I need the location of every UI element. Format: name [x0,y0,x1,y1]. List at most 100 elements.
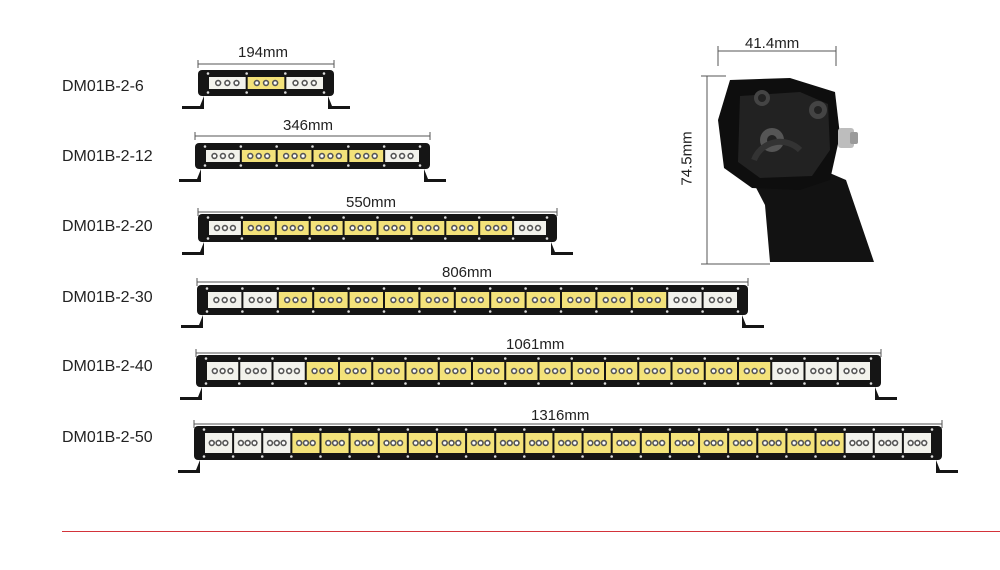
rivet [319,428,322,431]
led-chip-core [427,298,431,302]
led-chip-core [794,369,798,373]
length-label-50: 1316mm [531,407,590,424]
led-chip-core [216,81,220,85]
mounting-bracket [752,168,874,262]
led-chip-core [472,441,476,445]
led-chip-core [266,298,271,302]
rivet [523,428,526,431]
rivet [464,428,468,431]
led-chip-core [461,369,465,373]
length-dimension [194,132,431,140]
rivet [271,357,274,360]
led-chip-core [249,226,253,230]
led-chip-core [428,369,432,373]
rivet [610,428,613,431]
led-chip-core [213,369,217,373]
rivet [342,237,345,240]
led-chip-core [645,369,649,373]
led-chip-core [303,81,307,85]
led-chip-core [223,226,227,230]
led-chip-core [646,441,651,445]
led-chip-core [250,298,254,302]
rivet [872,455,876,458]
led-chip-core [639,298,643,302]
rivet [755,428,759,431]
led-chip-core [530,441,534,445]
light-bar-DM01B-2-30 [181,278,764,328]
rivet [869,382,873,385]
rivet [347,145,350,148]
rivet [703,382,707,385]
led-chip-core [262,369,266,373]
rivet [470,382,474,385]
rivet [231,455,235,458]
rivet [245,72,248,75]
rivet [311,310,315,313]
rivet [453,287,457,290]
rivet [843,455,846,458]
led-chip-core [246,369,250,373]
led-chip-core [487,369,491,373]
led-chip-core [559,441,563,445]
length-dimension [197,208,558,216]
rivet [206,216,210,219]
led-chip-core [602,441,606,445]
rivet [290,428,293,431]
rivet [843,428,846,431]
led-chip-core [617,441,622,445]
led-chip-core [653,369,657,373]
led-chip-core [328,154,333,158]
model-label-20: DM01B-2-20 [62,218,153,235]
footer-divider [62,531,1000,532]
length-label-40: 1061mm [506,336,565,353]
led-chip-core [852,369,856,373]
led-chip-core [734,441,738,445]
bracket-right [936,460,958,473]
rivet [260,455,264,458]
led-chip-core [631,441,635,445]
led-chip-core [320,154,324,158]
rivet [275,145,278,148]
led-chip-core [485,441,490,445]
led-chip-core [408,298,412,302]
rivet [437,382,441,385]
light-bars [178,60,958,473]
led-chip-core [627,369,632,373]
led-chip-core [297,441,301,445]
rivet [470,357,474,360]
rivet [464,455,468,458]
led-chip-core [210,441,214,445]
rivet [322,72,326,75]
bar-housing [195,143,430,169]
led-chip-core [293,81,298,85]
rivet [477,216,481,219]
led-chip-core [392,154,396,158]
led-chip-core [568,298,572,302]
bracket-left [180,387,202,400]
led-chip-core [844,369,849,373]
rivet [237,357,241,360]
rivet [418,310,421,313]
led-chip-core [225,81,229,85]
rivet [803,382,806,385]
rivet [570,382,574,385]
model-label-6: DM01B-2-6 [62,78,144,95]
led-chip-core [745,369,749,373]
rivet [202,428,206,431]
bracket-left [179,169,201,182]
rivet [284,72,287,75]
led-chip-core [364,298,368,302]
led-chip-core [777,441,781,445]
rivet [665,310,669,313]
led-chip-core [312,369,317,373]
led-chip-core [328,369,332,373]
led-chip-core [612,369,616,373]
led-chip-core [595,441,599,445]
rivet [245,91,248,94]
rivet [545,216,549,219]
length-dimension [196,278,749,286]
led-chip-core [279,369,283,373]
led-chip-core [536,226,540,230]
led-chip-core [573,441,577,445]
